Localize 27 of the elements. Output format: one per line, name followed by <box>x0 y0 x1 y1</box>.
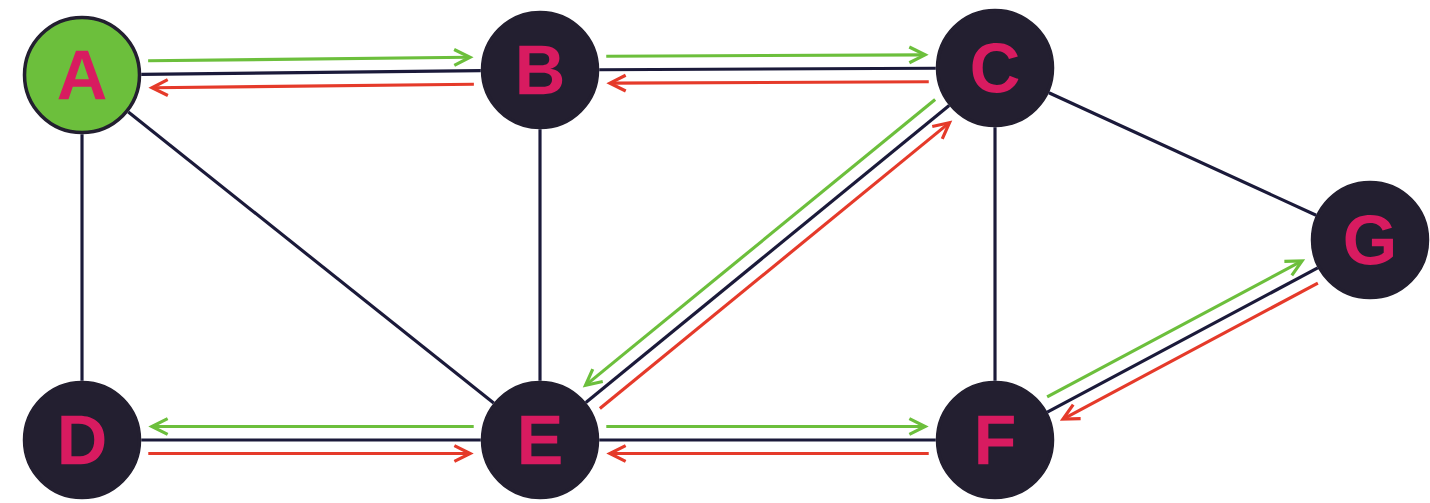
graph-node: B <box>480 10 600 130</box>
edge-line <box>127 110 495 405</box>
graph-node: C <box>935 8 1055 128</box>
arrow <box>148 444 474 463</box>
arrow <box>606 45 929 65</box>
edge-line <box>1046 266 1319 414</box>
arrow <box>606 444 929 463</box>
arrow <box>148 417 474 436</box>
arrow <box>148 78 474 97</box>
edge-line <box>141 438 481 442</box>
graph-node: E <box>480 380 600 500</box>
arrow <box>606 73 929 93</box>
graph-node: F <box>935 380 1055 500</box>
graph-node: A <box>22 15 142 135</box>
edge-line <box>80 134 84 381</box>
arrow <box>148 48 474 67</box>
arrow <box>606 417 929 436</box>
edge-line <box>1048 91 1317 217</box>
graph-node: D <box>22 380 142 500</box>
edge-line <box>538 129 542 381</box>
edge-line <box>599 66 936 72</box>
arrow <box>1046 259 1306 399</box>
arrow <box>1059 281 1319 421</box>
edge-line <box>141 69 481 76</box>
edge-line <box>993 127 997 381</box>
edge-line <box>599 438 936 442</box>
graph-node: G <box>1310 180 1430 300</box>
